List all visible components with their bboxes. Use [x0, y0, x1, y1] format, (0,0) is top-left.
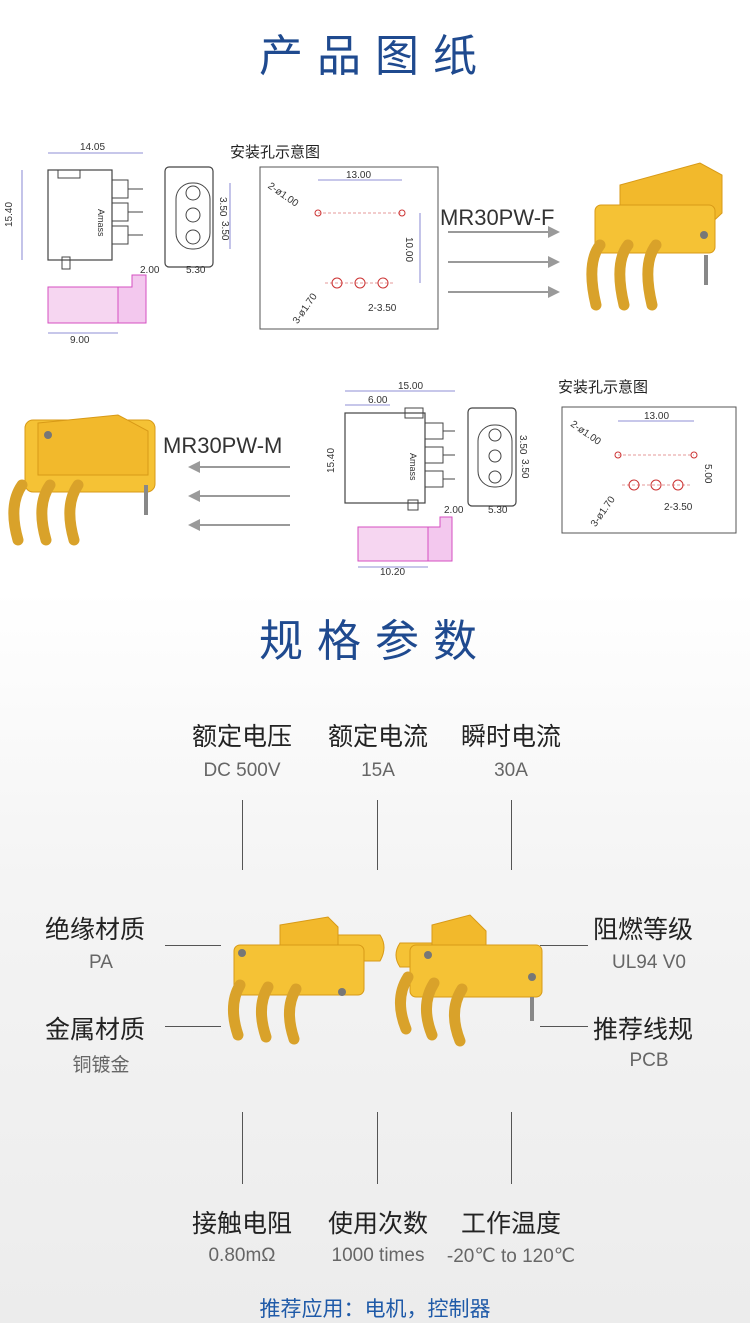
specs-title: 规格参数 [259, 616, 491, 667]
spec-label-temp: 工作温度 [460, 1209, 561, 1238]
arrows-top [448, 226, 560, 298]
spec-value-wire: PCB [629, 1050, 669, 1071]
install-box-bottom: 安装孔示意图 13.00 2-ø1.00 5.00 3-ø1.70 2-3.50 [558, 378, 737, 534]
dim-top-pitch-a: 3.50 [217, 197, 228, 217]
dim-top-width: 14.05 [80, 142, 105, 153]
hole-span-top: 13.00 [346, 170, 371, 181]
dim-top-d2: 5.30 [186, 265, 206, 276]
dim-top-d1: 2.00 [140, 265, 160, 276]
connector-m-image [8, 414, 156, 546]
dim-bottom-width: 15.00 [398, 381, 423, 392]
spec-value-rated-current: 15A [361, 760, 395, 781]
spec-label-resistance: 接触电阻 [191, 1209, 292, 1238]
profile-top: 9.00 [47, 274, 147, 346]
spec-label-cycles: 使用次数 [327, 1209, 428, 1238]
front-view-bottom: 15.00 6.00 15.40 Amass [326, 381, 455, 511]
spec-label-rated-voltage: 额定电压 [191, 722, 292, 751]
hole-depth-top: 10.00 [403, 237, 414, 262]
connector-right [395, 914, 543, 1047]
application-footer: 推荐应用：电机，控制器 [259, 1297, 491, 1321]
spec-label-wire: 推荐线规 [593, 1015, 694, 1044]
spec-value-instant-current: 30A [494, 760, 528, 781]
side-view-bottom: 3.50 3.50 2.00 5.30 [444, 407, 530, 516]
hole-span-bottom: 13.00 [644, 411, 669, 422]
dim-bottom-pitch-b: 3.50 [519, 459, 530, 479]
hole-pitch-bottom: 2-3.50 [664, 502, 693, 513]
leader-line-flame [540, 945, 588, 946]
brand-mark-top: Amass [96, 209, 106, 237]
spec-label-insulation: 绝缘材质 [45, 915, 146, 944]
model-m-label: MR30PW-M [163, 433, 283, 458]
leader-line-cycles [377, 1112, 378, 1184]
install-title-bottom: 安装孔示意图 [558, 378, 648, 396]
connector-f-image [586, 162, 723, 311]
leader-line-temp [511, 1112, 512, 1184]
dim-bottom-pitch-a: 3.50 [517, 435, 528, 455]
leader-line-insulation [165, 945, 221, 946]
spec-value-temp: -20℃ to 120℃ [446, 1246, 576, 1267]
hole-depth-bottom: 5.00 [702, 464, 713, 484]
dim-bottom-d2: 5.30 [488, 505, 508, 516]
dim-top-height: 15.40 [4, 202, 15, 227]
spec-label-instant-current: 瞬时电流 [460, 722, 561, 751]
spec-value-insulation: PA [89, 952, 113, 973]
spec-value-flame: UL94 V0 [612, 952, 686, 973]
hole-pitch-top: 2-3.50 [368, 303, 397, 314]
spec-value-metal: 铜镀金 [72, 1055, 130, 1076]
arrows-bottom [188, 461, 290, 531]
dim-top-d3: 9.00 [70, 335, 90, 346]
leader-line-current [377, 800, 378, 870]
spec-label-metal: 金属材质 [45, 1015, 146, 1044]
drawings-title: 产品图纸 [259, 31, 491, 82]
model-f-label: MR30PW-F [440, 205, 555, 230]
spec-label-rated-current: 额定电流 [327, 722, 428, 751]
spec-value-resistance: 0.80mΩ [208, 1245, 276, 1266]
leader-line-wire [540, 1026, 588, 1027]
leader-line-resistance [242, 1112, 243, 1184]
drawing-top-svg: 14.05 15.40 Amass 3.50 3.50 2.00 5.30 9.… [4, 142, 723, 346]
spec-value-cycles: 1000 times [331, 1245, 425, 1266]
dim-bottom-d3: 10.20 [380, 567, 405, 578]
drawing-bottom-svg: 15.00 6.00 15.40 Amass 3.50 3.50 2.00 5.… [8, 378, 737, 578]
install-title-top: 安装孔示意图 [230, 143, 320, 161]
spec-label-flame: 阻燃等级 [593, 915, 694, 944]
dim-top-pitch-b: 3.50 [219, 221, 230, 241]
dim-bottom-inner: 6.00 [368, 395, 388, 406]
side-view-top: 3.50 3.50 2.00 5.30 [140, 166, 231, 276]
front-view-top: 14.05 15.40 Amass [4, 142, 143, 270]
spec-value-rated-voltage: DC 500V [203, 760, 281, 781]
brand-mark-bottom: Amass [408, 453, 418, 481]
leader-line-voltage [242, 800, 243, 870]
connectors-pair-image [228, 914, 543, 1047]
install-box-top: 安装孔示意图 13.00 2-ø1.00 10.00 3-ø1.70 2-3.5… [230, 143, 439, 330]
dim-bottom-height: 15.40 [326, 448, 337, 473]
leader-line-instant [511, 800, 512, 870]
dim-bottom-d1: 2.00 [444, 505, 464, 516]
profile-bottom: 10.20 [357, 516, 453, 578]
leader-line-metal [165, 1026, 221, 1027]
connector-left [228, 916, 385, 1045]
